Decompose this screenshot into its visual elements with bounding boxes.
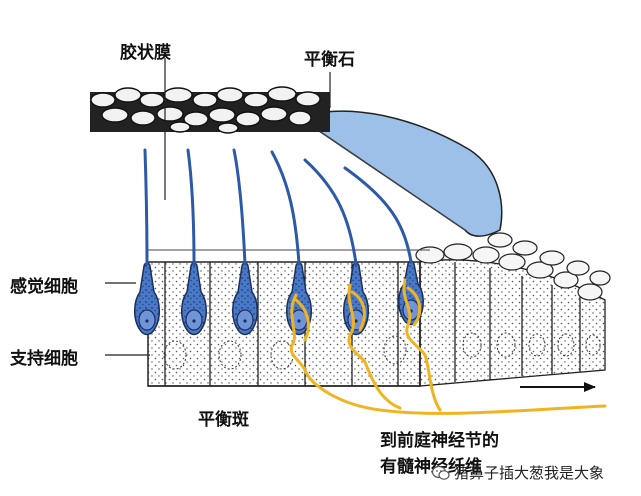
gel-inner-line — [299, 117, 466, 231]
label-sensory-cells: 感觉细胞 — [10, 277, 78, 297]
nerve-direction-arrow — [520, 382, 596, 392]
watermark-text: 猪鼻子插大葱我是大象 — [454, 464, 605, 482]
label-gelatinous-membrane: 胶状膜 — [120, 43, 171, 63]
otolith-layer — [90, 86, 330, 134]
lateral-epithelium — [415, 232, 611, 387]
label-nerve-line2: 有髓神经纤维 — [380, 457, 482, 477]
watermark: 猪鼻子插大葱我是大象 — [432, 462, 604, 483]
gelatinous-membrane — [298, 110, 503, 237]
myelinated-nerve-fibers — [289, 278, 607, 415]
wechat-icon — [432, 465, 450, 480]
label-otoliths: 平衡石 — [304, 50, 355, 70]
kinocilia — [143, 148, 413, 266]
label-nerve-line1: 到前庭神经节的 — [380, 431, 499, 451]
label-macula: 平衡斑 — [198, 410, 249, 430]
label-leaders — [105, 58, 331, 356]
label-supporting-cells: 支持细胞 — [10, 349, 78, 369]
